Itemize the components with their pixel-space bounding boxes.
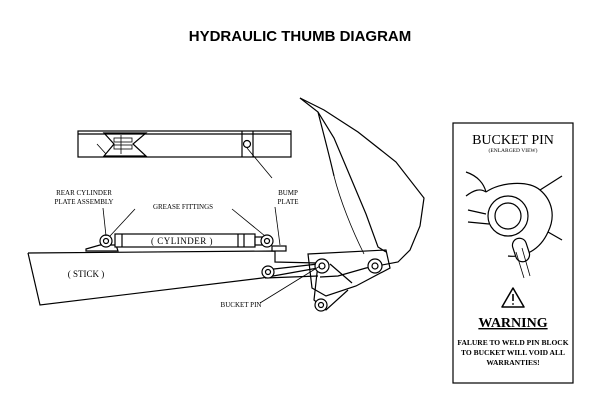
label-bucket-pin: BUCKET PIN bbox=[221, 301, 262, 309]
label-cylinder: ( CYLINDER ) bbox=[151, 236, 213, 246]
warning-line-3: WARRANTIES! bbox=[486, 358, 539, 367]
diagram-title: HYDRAULIC THUMB DIAGRAM bbox=[189, 28, 411, 45]
label-rear-cylinder-1: REAR CYLINDER bbox=[56, 189, 112, 197]
thumb-assembly bbox=[77, 130, 292, 158]
leader-lines bbox=[96, 143, 321, 304]
label-rear-cylinder-2: PLATE ASSEMBLY bbox=[54, 198, 113, 206]
label-stick: ( STICK ) bbox=[68, 269, 105, 279]
linkage bbox=[261, 258, 383, 312]
warning-heading: WARNING bbox=[478, 316, 547, 331]
label-bump-1: BUMP bbox=[278, 189, 298, 197]
warning-line-1: FALURE TO WELD PIN BLOCK bbox=[457, 338, 568, 347]
enlarged-pin-drawing bbox=[465, 171, 563, 279]
inset-title: BUCKET PIN bbox=[472, 133, 554, 148]
warning-triangle-icon bbox=[501, 287, 525, 308]
cylinder bbox=[85, 233, 287, 252]
warning-line-2: TO BUCKET WILL VOID ALL bbox=[461, 348, 565, 357]
bucket-pin-inset: BUCKET PIN (ENLARGED VIEW) WARNING FALUR… bbox=[452, 122, 574, 384]
label-grease-fittings: GREASE FITTINGS bbox=[153, 203, 213, 211]
inset-subtitle: (ENLARGED VIEW) bbox=[489, 147, 538, 154]
label-bump-2: PLATE bbox=[278, 198, 299, 206]
bucket bbox=[299, 97, 425, 297]
